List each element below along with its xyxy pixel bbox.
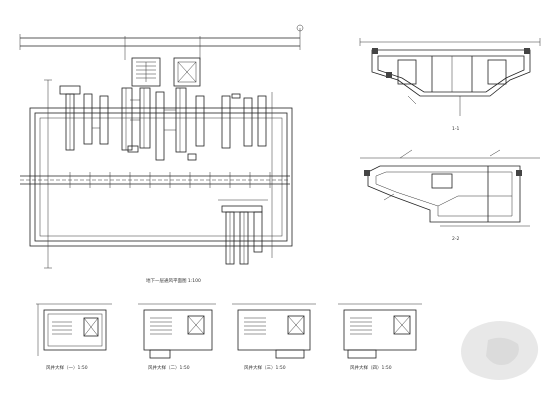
plan-caption: 地下一层通风平面图 1:100 <box>146 279 201 284</box>
section-2-2 <box>360 149 540 227</box>
detail-plan-1 <box>36 303 112 356</box>
detail-plan-3 <box>232 303 316 359</box>
grid-ticks <box>69 172 271 188</box>
detail-caption-4: 风井大样（四）1:50 <box>350 366 392 371</box>
main-floor-plan <box>19 24 304 269</box>
section-1-label: 1-1 <box>452 127 460 132</box>
watermark-shape <box>461 321 539 380</box>
section-2-label: 2-2 <box>452 237 460 242</box>
detail-plan-4 <box>338 303 422 359</box>
detail-caption-2: 风井大样（二）1:50 <box>148 366 190 371</box>
detail-caption-1: 风井大样（一）1:50 <box>46 366 88 371</box>
detail-caption-3: 风井大样（三）1:50 <box>244 366 286 371</box>
detail-plan-2 <box>138 303 216 359</box>
section-1-1 <box>359 38 541 116</box>
